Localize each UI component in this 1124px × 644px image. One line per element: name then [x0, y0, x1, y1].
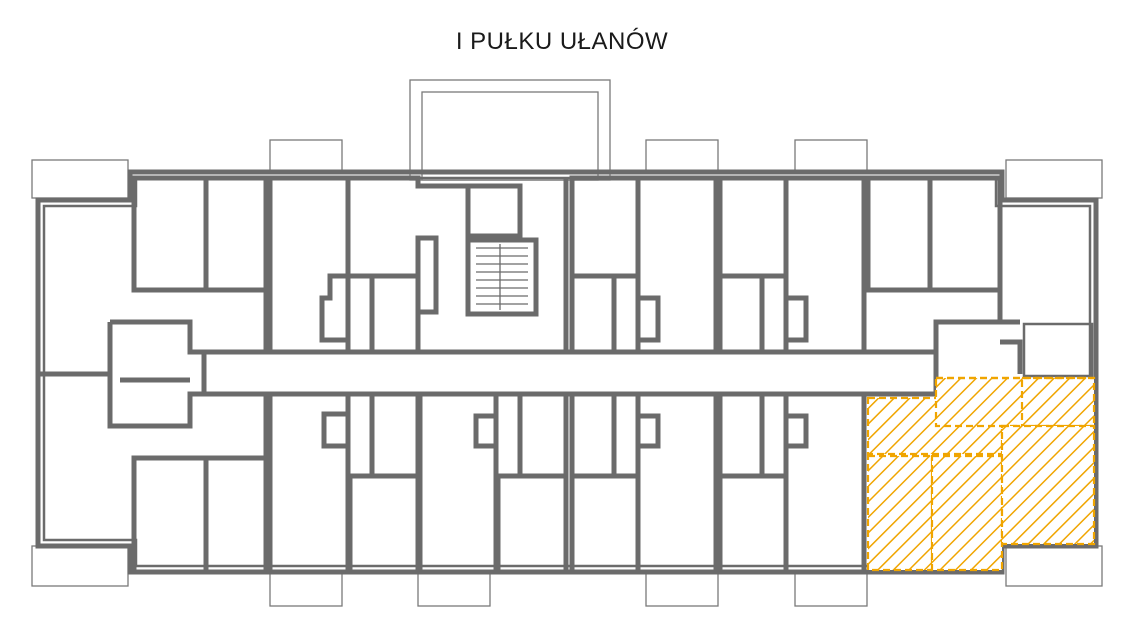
street-label: I PUŁKU UŁANÓW: [455, 28, 669, 55]
highlighted-apartment: [866, 376, 1096, 572]
staircase: [415, 183, 539, 317]
corridor: [201, 349, 939, 397]
balconies: [31, 79, 1103, 607]
interior-walls: [38, 175, 1094, 575]
